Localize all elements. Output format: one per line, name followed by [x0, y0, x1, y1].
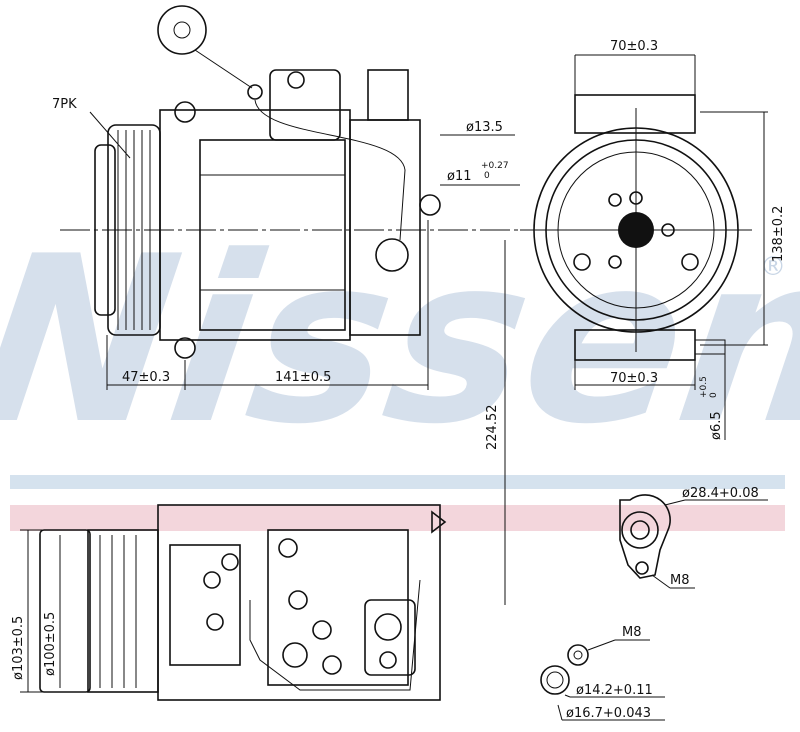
label-dia-6-5-tol-lower: 0: [709, 392, 719, 398]
label-dim-47: 47±0.3: [122, 370, 170, 385]
label-dia-16-7: ø16.7+0.043: [566, 706, 651, 721]
label-dim-138: 138±0.2: [771, 206, 786, 262]
watermark-brand: Nissens: [0, 206, 800, 475]
label-dia-6-5-tol-upper: +0.5: [699, 376, 709, 398]
label-m8-lower: M8: [622, 625, 642, 640]
top-view: [20, 504, 447, 701]
label-dia-13-5: ø13.5: [466, 120, 503, 135]
side-view: [60, 5, 520, 605]
label-dim-224: 224.52: [485, 405, 500, 451]
label-dia-11: ø11: [447, 169, 472, 184]
watermark-stripe-red: [10, 505, 785, 531]
front-view: [520, 54, 768, 440]
label-belt: 7PK: [52, 97, 77, 112]
port-detail-discharge: [540, 639, 665, 721]
label-dia-11-tol-upper: +0.27: [481, 161, 509, 171]
label-dim-141: 141±0.5: [275, 370, 331, 385]
nissens-watermark: Nissens ®: [0, 206, 800, 531]
label-dia-100: ø100±0.5: [43, 612, 58, 676]
port-detail-suction: [619, 494, 768, 589]
watermark-stripe-blue: [10, 475, 785, 489]
label-dim-70-top: 70±0.3: [610, 39, 658, 54]
label-m8-upper: M8: [670, 573, 690, 588]
label-dia-28-4: ø28.4+0.08: [682, 486, 759, 501]
label-dia-103: ø103±0.5: [11, 616, 26, 680]
label-dia-6-5: ø6.5: [709, 411, 724, 440]
label-dim-70-bottom: 70±0.3: [610, 371, 658, 386]
label-dia-14-2: ø14.2+0.11: [576, 683, 653, 698]
label-dia-11-tol-lower: 0: [484, 171, 490, 181]
